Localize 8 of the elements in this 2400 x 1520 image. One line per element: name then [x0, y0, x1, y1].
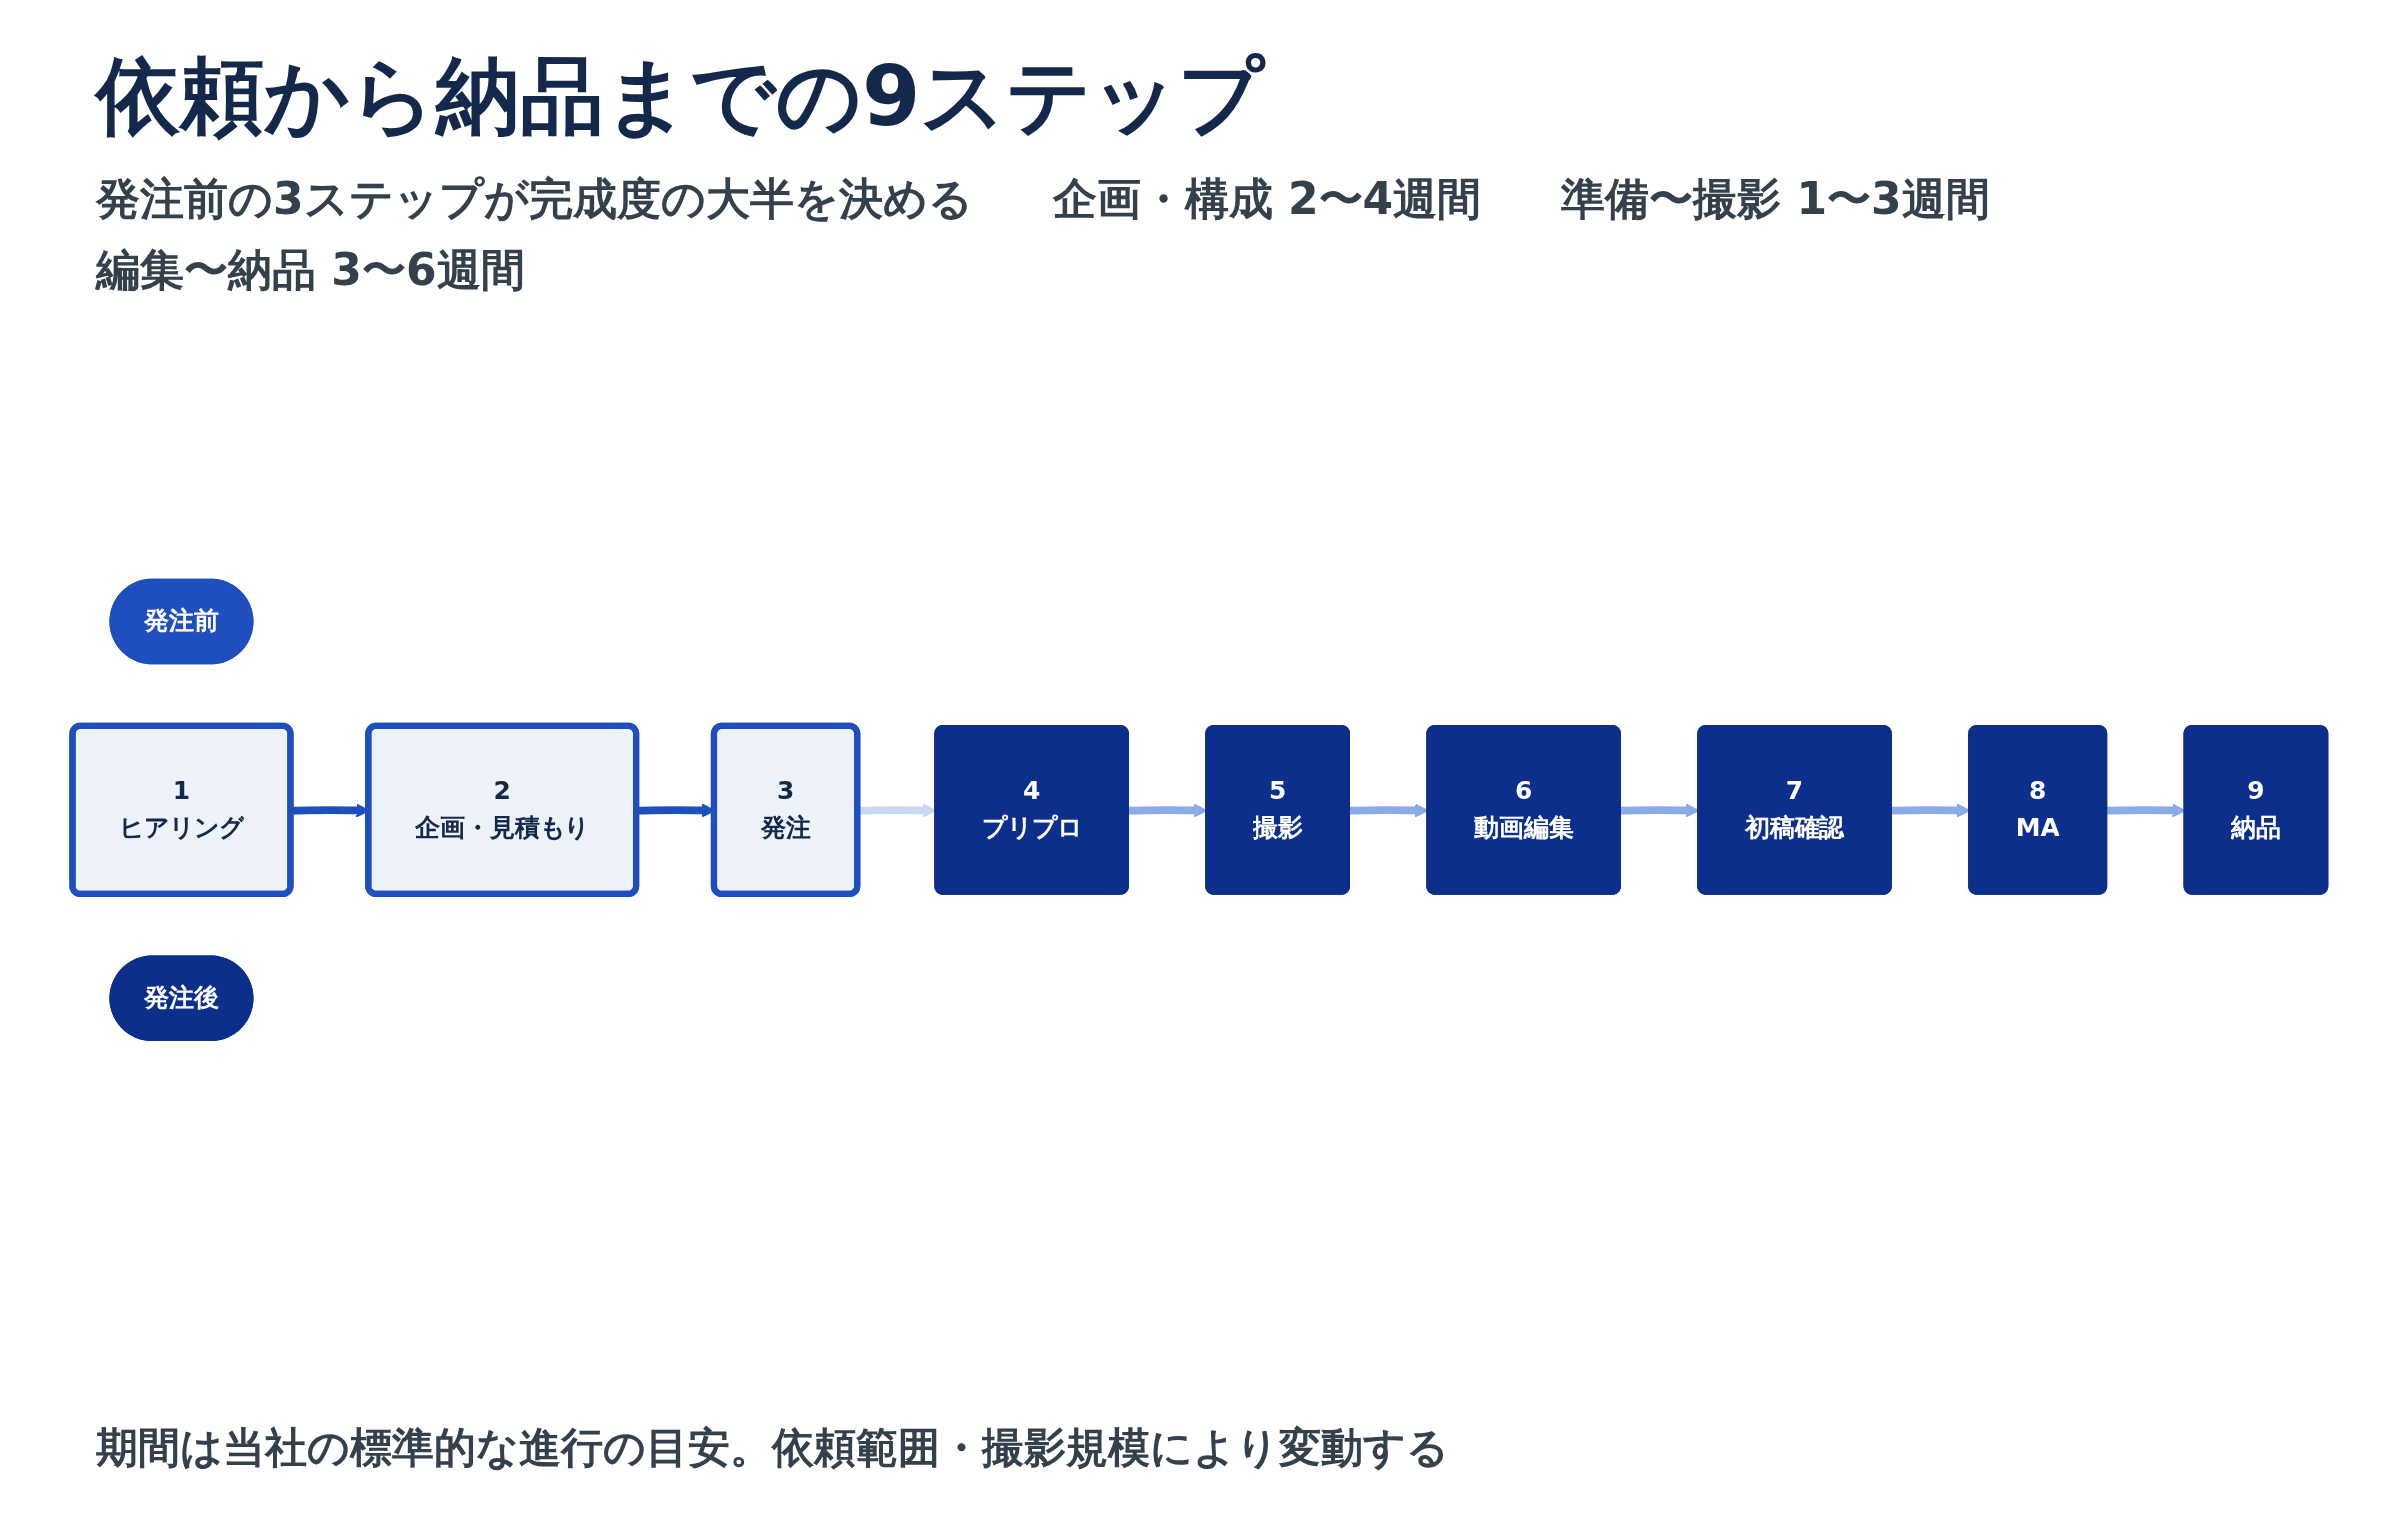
arrow: [857, 803, 937, 818]
arrow: [1891, 803, 1971, 818]
duration-label: 準備〜撮影 1〜3週間: [1561, 172, 1990, 226]
duration-label: 編集〜納品 3〜6週間: [96, 243, 525, 297]
caption: 期間は当社の標準的な進行の目安。依頼範囲・撮影規模により変動する: [96, 1422, 1449, 1474]
subtitle: 発注前の3ステップが完成度の大半を決める: [96, 172, 973, 226]
duration-label: 企画・構成 2〜4週間: [1052, 172, 1482, 226]
title: 依頼から納品までの9ステップ: [96, 46, 1265, 147]
